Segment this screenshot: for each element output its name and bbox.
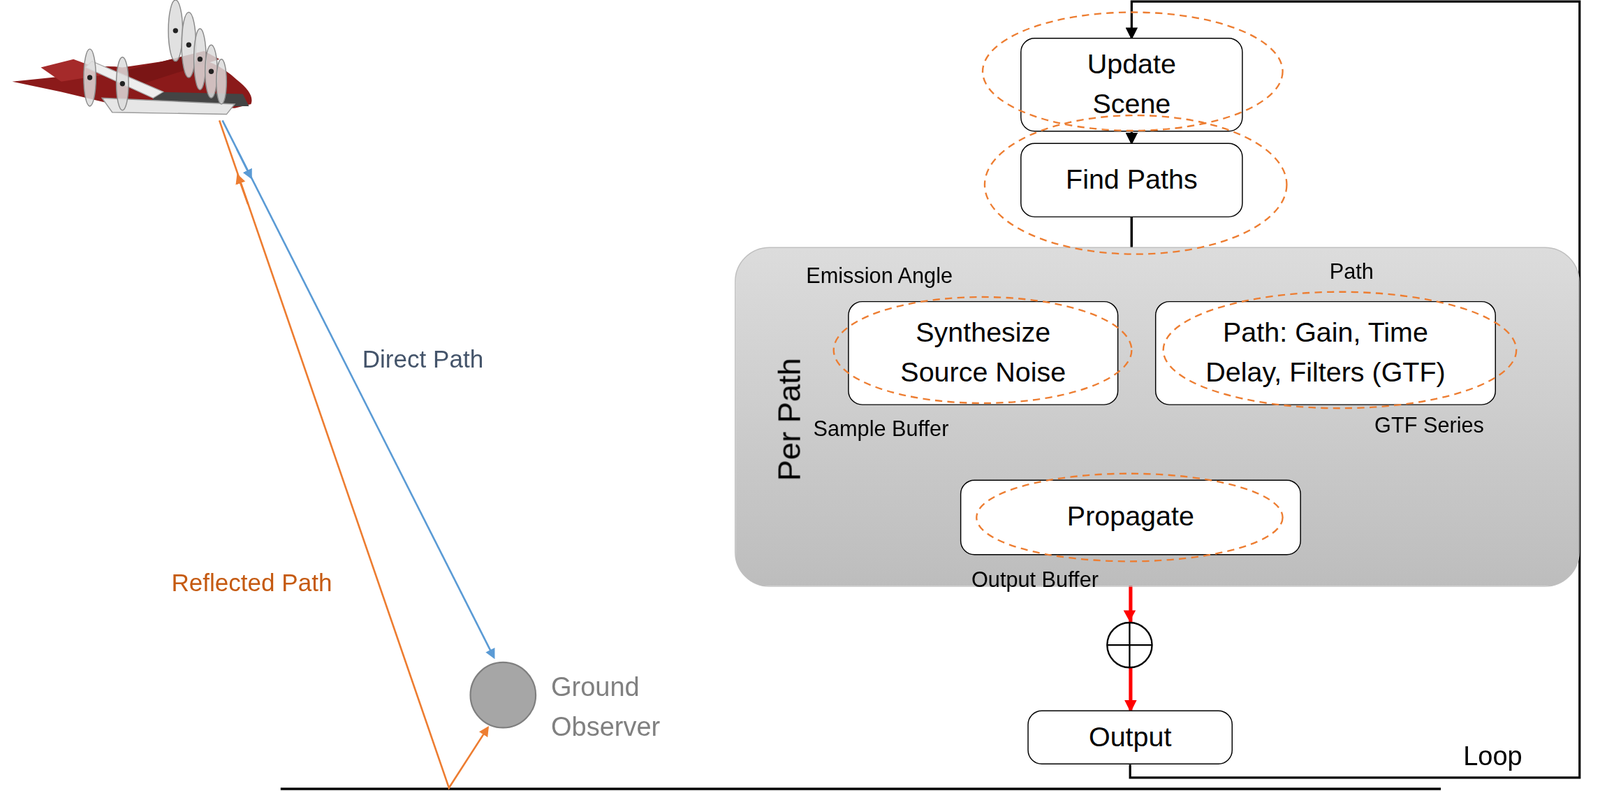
process-box: Find Paths	[1020, 142, 1244, 218]
process-box: Synthesize Source Noise	[847, 301, 1119, 406]
direct-path-label: Direct Path	[362, 345, 484, 374]
edge-label: Output Buffer	[971, 567, 1099, 592]
box-text: Propagate	[1067, 497, 1195, 538]
box-text: Update Scene	[1070, 44, 1193, 125]
band-title: Per Path	[771, 357, 809, 481]
box-text: Find Paths	[1065, 159, 1198, 200]
ground-line	[280, 787, 1441, 790]
box-text: Path: Gain, Time Delay, Filters (GTF)	[1187, 312, 1464, 393]
observer-circle	[469, 660, 541, 732]
aircraft	[12, 0, 253, 115]
box-text: Output	[1088, 717, 1172, 758]
reflected-arrow	[237, 175, 248, 204]
direct-arrow	[236, 148, 251, 178]
observer-label: Ground Observer	[551, 666, 679, 747]
edge-label: Path	[1329, 259, 1374, 284]
edge-label: Emission Angle	[805, 263, 953, 288]
output-box: Output	[1027, 710, 1233, 765]
reflected-path-label: Reflected Path	[171, 568, 332, 598]
reflected-path	[219, 120, 488, 788]
edge-label: Sample Buffer	[812, 416, 949, 441]
sum-junction	[1106, 609, 1152, 667]
process-box: Path: Gain, Time Delay, Filters (GTF)	[1155, 301, 1496, 406]
box-text: Synthesize Source Noise	[875, 312, 1091, 393]
edge-label: GTF Series	[1374, 413, 1485, 438]
observer-node: Ground Observer	[469, 660, 674, 732]
process-box: Propagate	[960, 479, 1302, 555]
process-box: Update Scene	[1020, 37, 1244, 132]
edge-label: Loop	[1463, 740, 1523, 772]
connector	[1130, 131, 1133, 144]
